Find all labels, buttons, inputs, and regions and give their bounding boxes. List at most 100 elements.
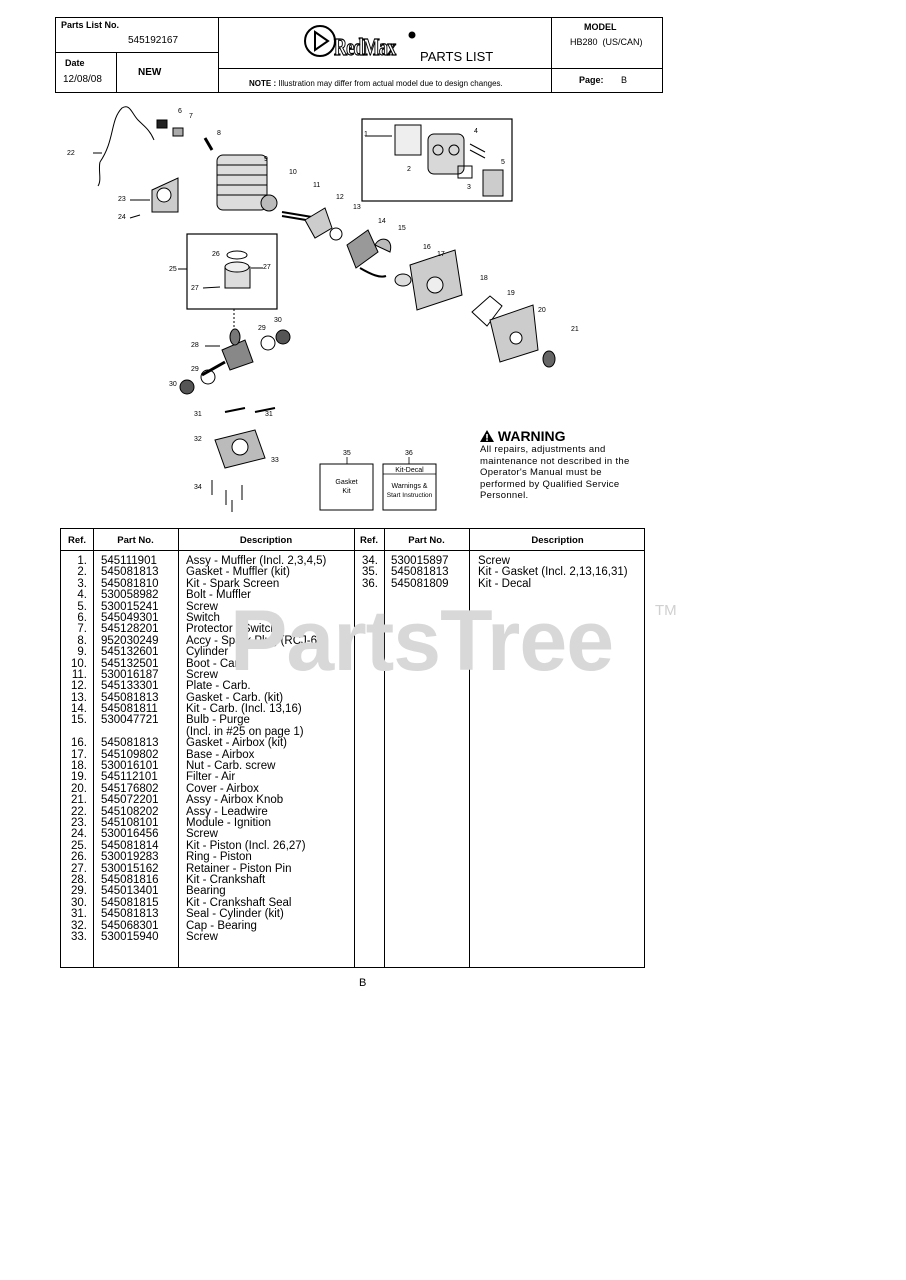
callout-34: 34 [194,484,202,491]
callout-16: 16 [423,244,431,251]
left-row-7-col-2: 545128201 [101,623,159,636]
left-row-12-col-3: Plate - Carb. [186,680,251,693]
left-row-22-col-1: 21. [71,794,87,807]
left-row-28-col-1: 27. [71,862,87,875]
left-row-19-col-3: Nut - Carb. screw [186,760,276,773]
left-row-21-col-2: 545176802 [101,782,159,795]
right-row-3-col-2: 545081809 [391,577,449,590]
warning-body: All repairs, adjustments and maintenance… [480,444,630,502]
col-header-part-no-2: Part No. [408,535,445,546]
left-row-29-col-1: 28. [71,873,87,886]
left-row-15-col-2: 530047721 [101,714,159,727]
note-label: NOTE : [249,79,277,88]
right-row-1-col-2: 530015897 [391,555,449,567]
callout-29: 29 [258,325,266,332]
callout-9: 9 [264,156,268,163]
callout-14: 14 [378,218,386,225]
left-row-18-col-3: Base - Airbox [186,748,255,761]
left-row-21-col-3: Cover - Airbox [186,782,259,795]
left-row-1-col-2: 545111901 [101,555,157,567]
left-row-25-col-2: 530016456 [101,828,159,841]
callout-1: 1 [364,131,368,138]
left-row-26-col-3: Kit - Piston (Incl. 26,27) [186,839,306,852]
col-header-description: Description [239,535,293,546]
watermark-tm: TM [655,602,677,619]
parts-list-no-label: Parts List No. [61,20,120,30]
left-row-14-col-1: 14. [71,703,87,716]
left-row-32-col-1: 31. [71,908,87,921]
left-row-14-col-3: Kit - Carb. (Incl. 13,16) [186,703,302,716]
left-row-19-col-1: 18. [71,760,87,773]
gasket-kit-label: Gasket Kit [335,479,358,495]
callout-7: 7 [189,113,193,120]
left-row-5-col-3: Screw [186,600,218,613]
left-row-34-col-3: Screw [186,930,218,943]
left-row-24-col-3: Module - Ignition [186,816,272,829]
left-row-34-col-2: 530015940 [101,930,159,943]
date-value: 12/08/08 [63,74,102,85]
callout-35: 35 [343,450,351,457]
left-row-13-col-2: 545081813 [101,691,159,704]
kit-decal-label: Kit-Decal Warnings & Start Instruction [386,467,433,499]
left-row-9-col-1: 9. [77,646,87,659]
col-header-ref: Ref. [68,535,86,546]
left-row-27-col-1: 26. [71,851,87,864]
left-row-14-col-2: 545081811 [101,703,158,716]
right-row-2-col-2: 545081813 [391,566,449,579]
left-row-26-col-1: 25. [71,839,87,852]
left-row-30-col-1: 29. [71,885,87,898]
page-label: Page: [579,75,604,85]
redmax-logo: RedMax [301,22,421,64]
left-row-22-col-3: Assy - Airbox Knob [186,794,284,807]
page-value: B [621,75,628,85]
callout-25: 25 [169,266,177,273]
left-row-6-col-1: 6. [77,611,87,624]
left-row-2-col-3: Gasket - Muffler (kit) [186,566,290,579]
left-row-25-col-1: 24. [71,828,87,841]
col-header-description-2: Description [531,535,584,546]
callout-11: 11 [313,182,321,189]
callout-10: 10 [289,169,297,176]
callout-22: 22 [67,150,75,157]
callout-31b: 31 [265,411,273,418]
left-row-19-col-2: 530016101 [101,760,159,773]
left-row-8-col-2: 952030249 [101,634,159,647]
right-row-3-col-3: Kit - Decal [478,577,532,590]
callout-30: 30 [274,317,282,324]
left-row-20-col-3: Filter - Air [186,771,236,784]
model-value: HB280 (US/CAN) [570,37,643,47]
left-row-34-col-1: 33. [71,930,87,943]
left-row-4-col-2: 530058982 [101,589,159,602]
left-ref-column: 1.2.3.4.5.6.7.8.9.10.11.12.13.14.15.16.1… [61,555,87,943]
page-title: PARTS LIST [420,49,494,64]
header-box: Parts List No. 545192167 Date 12/08/08 N… [55,17,663,93]
left-row-33-col-3: Cap - Bearing [186,919,257,932]
left-row-13-col-3: Gasket - Carb. (kit) [186,691,284,704]
callout-6: 6 [178,108,182,115]
callout-8: 8 [217,130,221,137]
left-description-column: Assy - Muffler (Incl. 2,3,4,5)Gasket - M… [186,555,329,943]
left-row-26-col-2: 545081814 [101,839,159,852]
footer-page: B [359,977,367,989]
left-row-32-col-3: Seal - Cylinder (kit) [186,908,284,921]
left-row-15-col-3: Bulb - Purge [186,714,250,727]
left-row-10-col-1: 10. [71,657,87,670]
left-row-33-col-2: 545068301 [101,919,159,932]
callout-17: 17 [437,251,445,258]
col-header-part-no: Part No. [117,535,154,546]
header-divider [218,18,219,92]
callout-27: 27 [263,264,271,271]
callout-29b: 29 [191,366,199,373]
left-row-23-col-3: Assy - Leadwire [186,805,268,818]
callout-30b: 30 [169,381,177,388]
left-row-8-col-1: 8. [77,634,87,647]
left-row-17-col-2: 545081813 [101,737,159,750]
right-row-2-col-1: 35. [362,566,378,579]
callout-18: 18 [480,275,488,282]
left-row-28-col-2: 530015162 [101,862,159,875]
right-row-1-col-1: 34. [362,555,378,567]
left-row-2-col-1: 2. [77,566,87,579]
left-row-3-col-1: 3. [77,577,87,590]
